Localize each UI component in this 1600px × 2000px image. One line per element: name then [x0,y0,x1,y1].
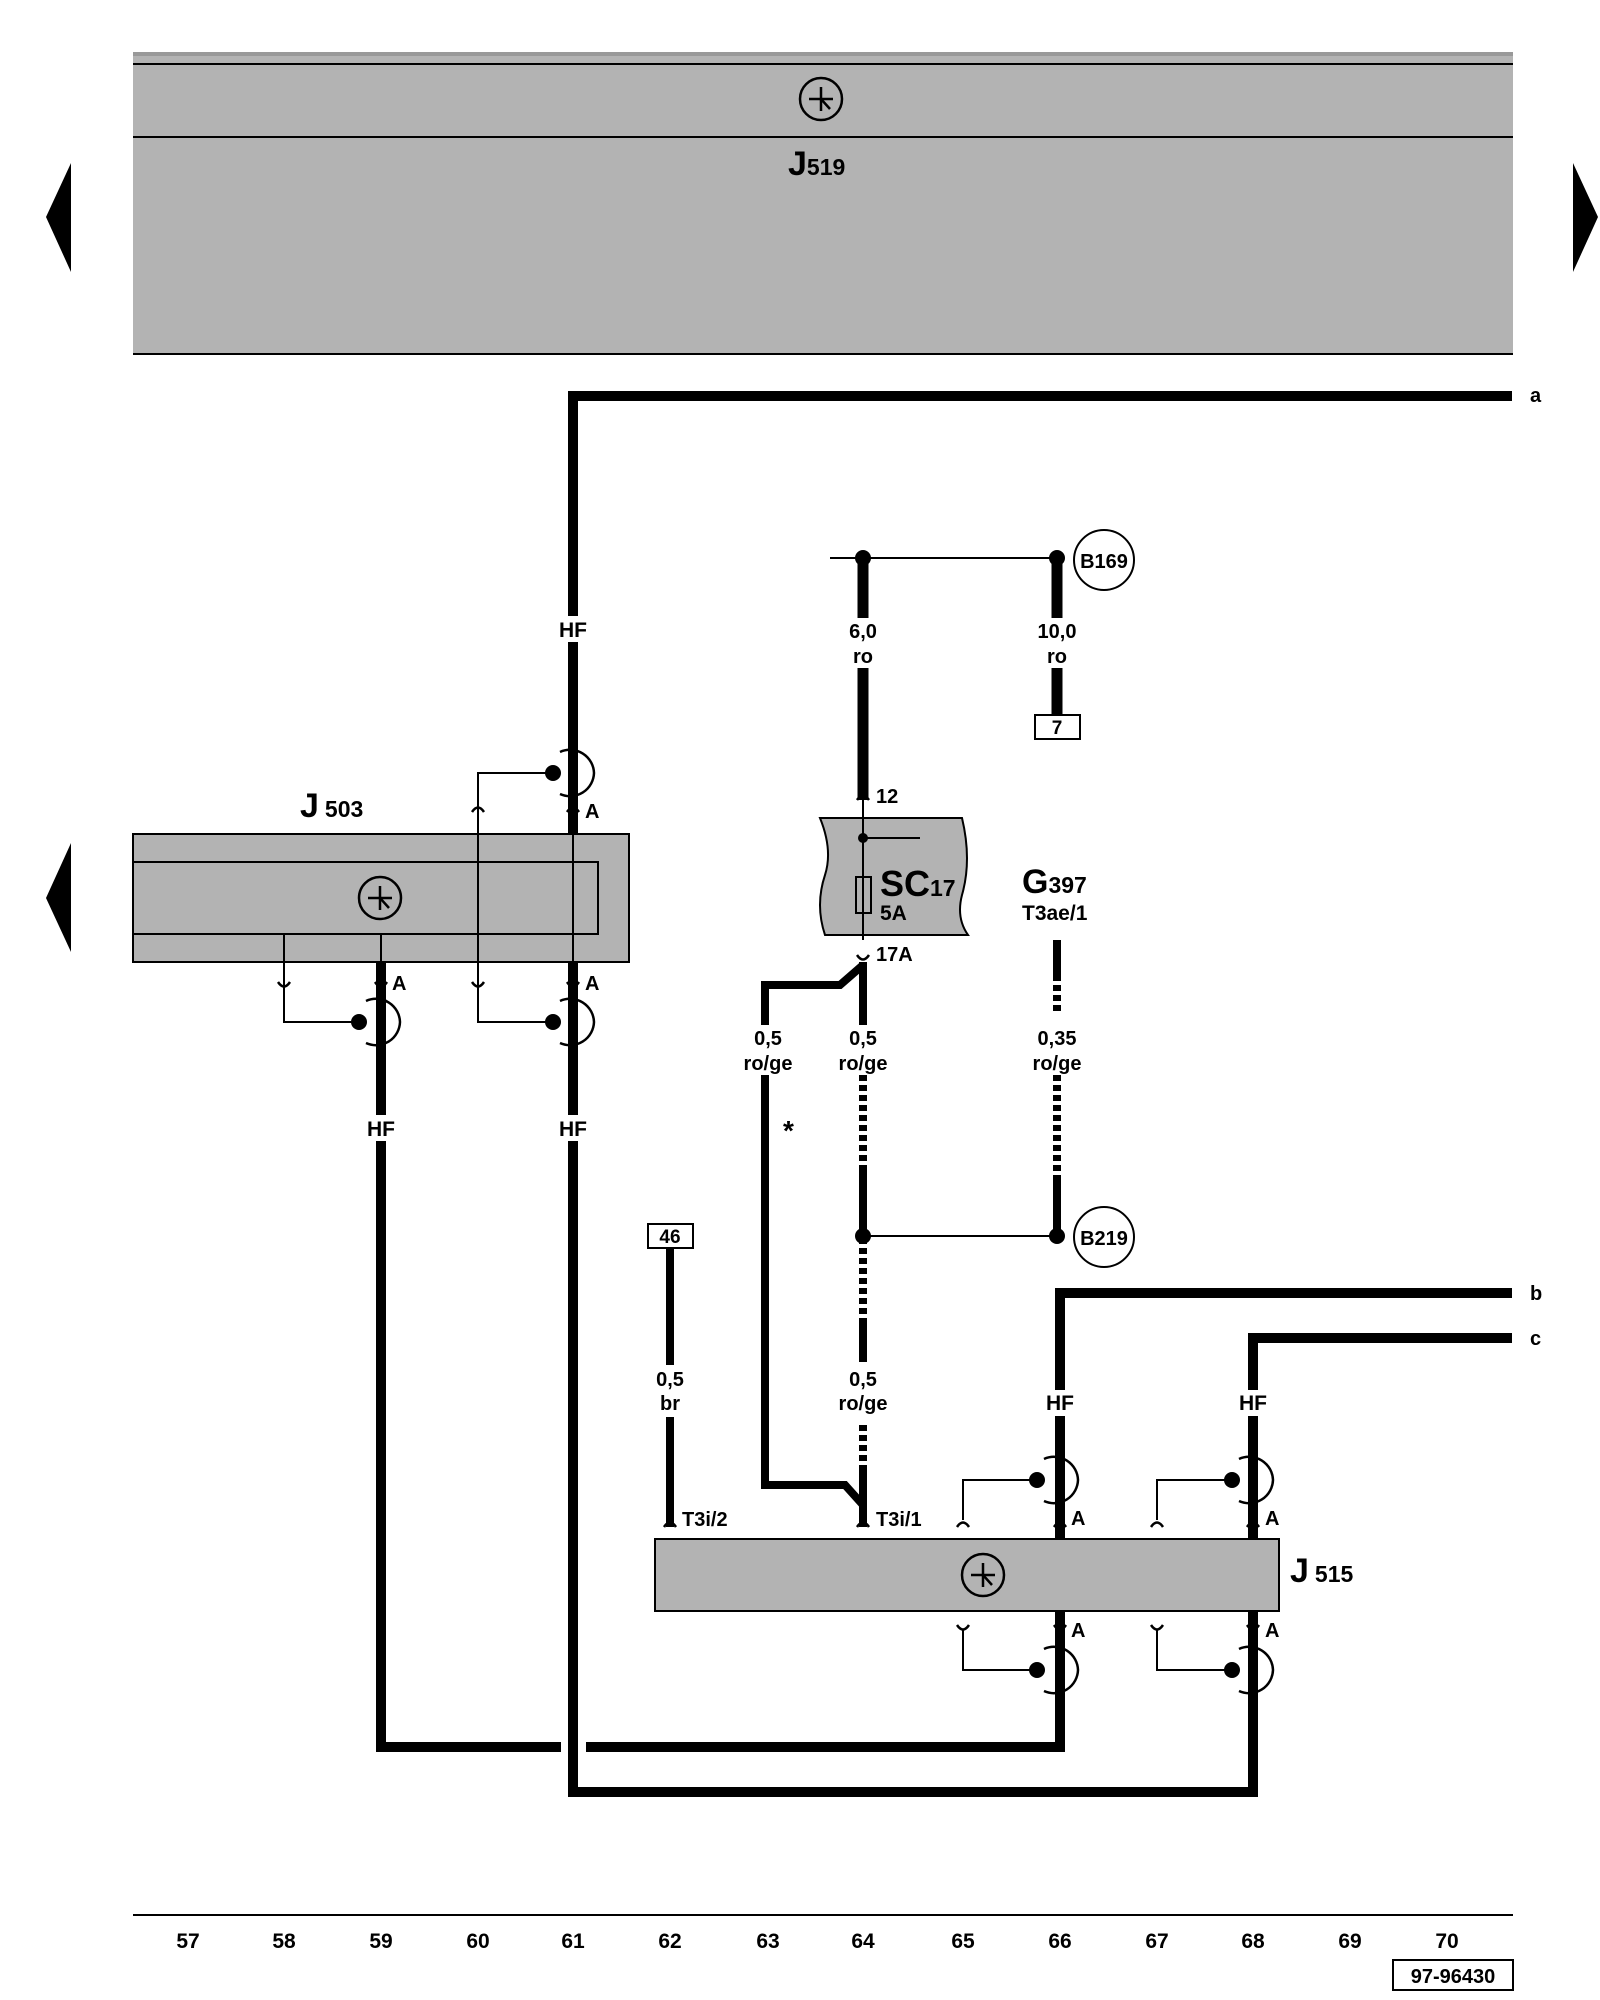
track-number: 65 [951,1930,975,1953]
svg-text:46: 46 [659,1227,680,1248]
track-number: 69 [1338,1930,1361,1953]
continuation-c: c [1530,1328,1541,1350]
track-number: 60 [466,1930,489,1953]
power-wires [666,557,1063,1527]
j503-left-arrow[interactable] [46,843,71,952]
shield-label: A [1265,1508,1279,1530]
module-j519: J519 [133,52,1513,355]
shield-label: A [585,973,599,995]
track-number: 58 [272,1930,296,1953]
g397-label: G397 [1022,863,1087,901]
wire-labels: 6,0 ro 10,0 ro 0,5 ro/ge 0,5 ro/ge 0,35 … [648,618,1088,1417]
track-ruler: 57 58 59 60 61 62 63 64 65 66 67 68 69 7… [133,1914,1513,1953]
svg-text:B219: B219 [1080,1228,1128,1250]
wire-color-label: ro/ge [839,1053,888,1075]
wire-size-label: 0,5 [656,1369,684,1391]
pin-labels: 12 17A T3i/2 T3i/1 [682,786,922,1531]
j519-label: J519 [788,145,845,183]
hf-label: HF [367,1118,395,1141]
shield-label: A [392,973,406,995]
shield-connections [283,772,1232,1671]
ground-point-b219: B219 [1073,1206,1135,1268]
hf-label: HF [1046,1392,1074,1415]
shield-a-labels: A A A A A A A [392,801,1279,1642]
control-unit-icon [357,875,403,921]
wire-size-label: 10,0 [1038,621,1077,643]
j503-internal-lines [283,834,574,962]
track-number: 66 [1048,1930,1071,1953]
wire-color-label: ro [853,646,873,668]
track-number: 64 [851,1930,875,1953]
wire-size-label: 0,5 [849,1369,877,1391]
sc17-label: SC17 [880,863,956,904]
hf-labels: HF HF HF HF HF [362,616,1272,1416]
control-unit-icon [798,76,844,122]
wire-size-label: 0,35 [1038,1028,1077,1050]
hf-cable-b [1055,1288,1512,1539]
track-number: 70 [1435,1930,1458,1953]
wire-size-label: 0,5 [849,1028,877,1050]
hf-cables [376,391,1512,1797]
hf-cable-61-lower [568,962,1258,1797]
continuation-b: b [1530,1283,1542,1305]
continuation-a: a [1530,385,1542,407]
shield-label: A [585,801,599,823]
hf-label: HF [1239,1392,1267,1415]
ref-box-46[interactable]: 46 [647,1223,694,1249]
continuation-labels: a b c [1530,385,1542,1350]
shield-dots [351,765,1240,1678]
hf-cable-c [1248,1333,1512,1539]
junction-dots [855,550,1065,1244]
wire-color-label: ro/ge [1033,1053,1082,1075]
svg-text:97-96430: 97-96430 [1411,1966,1496,1988]
track-number: 68 [1241,1930,1265,1953]
figure-id: 97-96430 [1392,1959,1514,1991]
sensor-g397: G397 T3ae/1 [1022,863,1088,925]
svg-text:7: 7 [1052,718,1063,739]
wire-color-label: ro/ge [744,1053,793,1075]
hf-cable-66-lower [586,1611,1065,1752]
wire-size-label: 6,0 [849,621,877,643]
track-number: 67 [1145,1930,1168,1953]
page-left-arrow[interactable] [46,163,71,272]
svg-text:B169: B169 [1080,551,1128,573]
shield-label: A [1071,1620,1085,1642]
hf-cable-59-lower [376,962,561,1752]
hf-cable-a [568,391,1512,834]
shield-arcs [365,748,1275,1695]
wire-color-label: ro/ge [839,1393,888,1415]
track-number: 59 [369,1930,392,1953]
track-number: 63 [756,1930,779,1953]
sc17-rating: 5A [880,902,907,925]
track-number: 61 [561,1930,585,1953]
track-number: 57 [176,1930,199,1953]
hf-label: HF [559,619,587,642]
g397-connector: T3ae/1 [1022,902,1088,925]
wire-color-label: ro [1047,646,1067,668]
control-unit-icon [960,1552,1006,1598]
fuse-sc17: SC17 5A [818,795,970,940]
wire-size-label: 0,5 [754,1028,782,1050]
pin-label: 12 [876,786,898,808]
pin-markers [276,794,1261,1631]
ground-point-b169: B169 [1073,529,1135,591]
asterisk-note: * [783,1115,794,1146]
shield-label: A [1071,1508,1085,1530]
track-number: 62 [658,1930,681,1953]
page-right-arrow[interactable] [1573,163,1598,272]
hf-label: HF [559,1118,587,1141]
wire-color-label: br [660,1393,680,1415]
pin-label: T3i/1 [876,1509,922,1531]
pin-label: 17A [876,944,913,966]
shield-label: A [1265,1620,1279,1642]
ref-box-7[interactable]: 7 [1034,714,1081,740]
pin-label: T3i/2 [682,1509,728,1531]
